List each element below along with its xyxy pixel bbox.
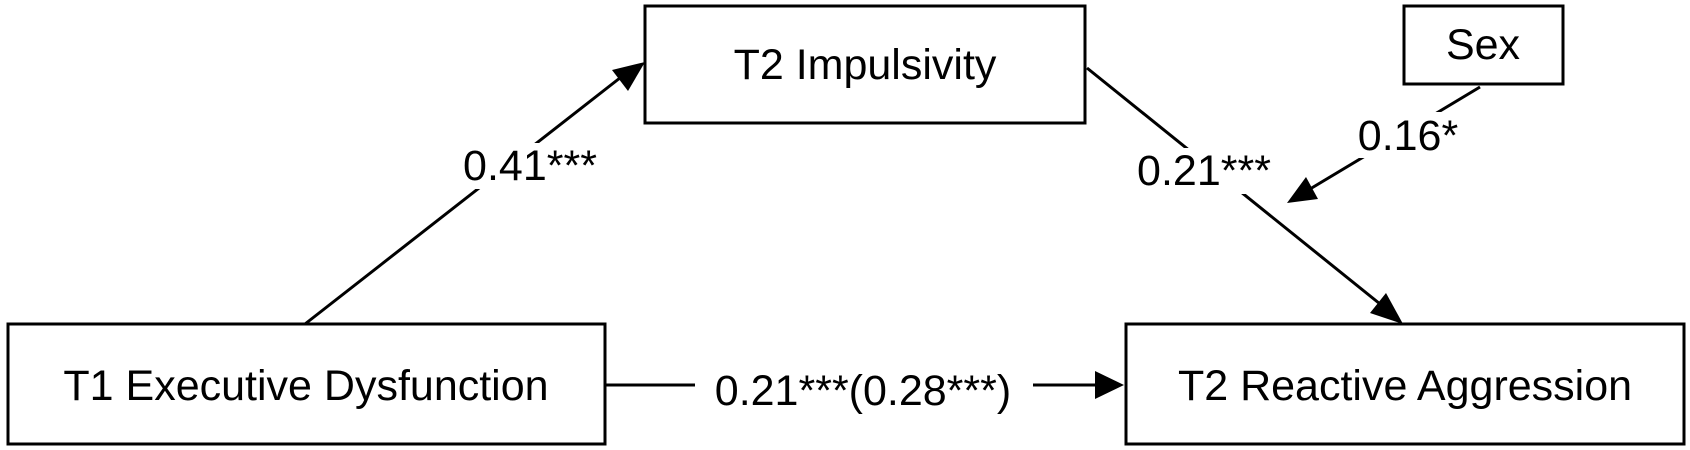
node-sex-label: Sex: [1446, 21, 1521, 69]
node-t2-reactive-aggression: T2 Reactive Aggression: [1124, 322, 1686, 446]
edge-label-sex-moderation: 0.16*: [1358, 112, 1459, 160]
node-sex: Sex: [1402, 4, 1565, 86]
node-t2-reactive-aggression-label: T2 Reactive Aggression: [1178, 362, 1632, 410]
node-t2-impulsivity: T2 Impulsivity: [643, 4, 1087, 125]
edge-label-impulsivity-to-aggression: 0.21***: [1137, 147, 1271, 195]
node-t1-executive-dysfunction-label: T1 Executive Dysfunction: [63, 362, 548, 410]
node-t2-impulsivity-label: T2 Impulsivity: [734, 41, 997, 89]
edge-label-exec-to-impulsivity: 0.41***: [463, 142, 597, 190]
edge-label-exec-to-aggression: 0.21***(0.28***): [715, 367, 1011, 415]
edge-exec-to-impulsivity: [304, 72, 626, 326]
node-t1-executive-dysfunction: T1 Executive Dysfunction: [6, 322, 607, 446]
arrowhead-impulsivity-to-aggression: [1370, 293, 1403, 324]
arrowhead-exec-to-impulsivity: [612, 62, 645, 91]
arrowhead-exec-to-aggression: [1095, 371, 1124, 399]
arrowhead-sex-moderation: [1287, 177, 1318, 203]
